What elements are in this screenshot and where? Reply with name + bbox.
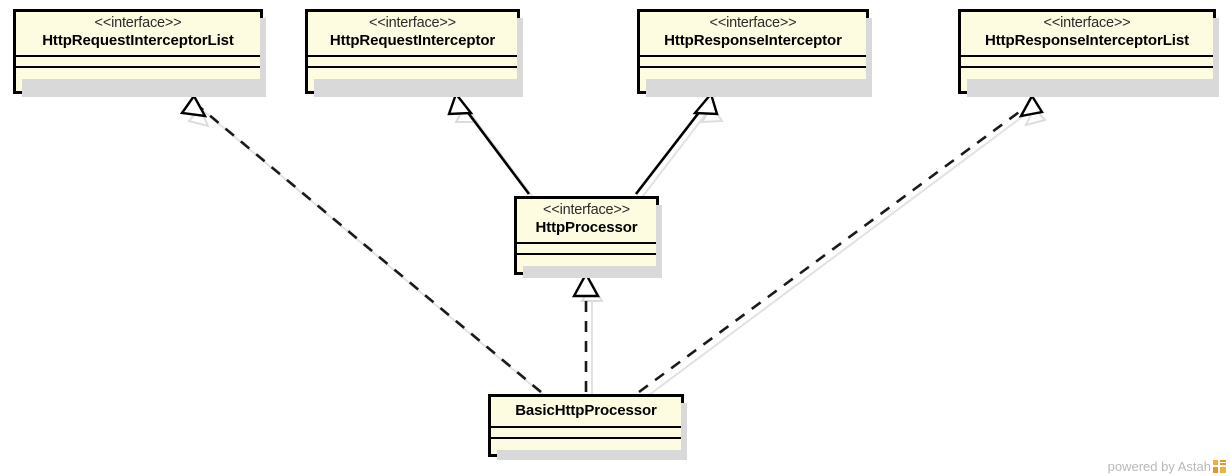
class-operations-compartment bbox=[517, 252, 656, 266]
class-attributes-compartment bbox=[517, 241, 656, 253]
class-box-basichttpprocessor[interactable]: BasicHttpProcessor bbox=[488, 394, 687, 460]
class-attributes-compartment bbox=[961, 54, 1213, 66]
class-box-httpprocessor[interactable]: <<interface>> HttpProcessor bbox=[514, 196, 662, 278]
class-box-httprequestinterceptor[interactable]: <<interface>> HttpRequestInterceptor bbox=[305, 9, 523, 97]
class-name-label: HttpResponseInterceptorList bbox=[985, 32, 1189, 50]
class-name-compartment: BasicHttpProcessor bbox=[491, 397, 681, 426]
class-name-label: HttpResponseInterceptor bbox=[664, 32, 842, 50]
relationship-generalization-httpresponseinterceptor bbox=[634, 91, 719, 195]
watermark-text: powered by Astah bbox=[1107, 459, 1211, 474]
class-operations-compartment bbox=[16, 65, 260, 79]
class-box-httprequestinterceptorlist[interactable]: <<interface>> HttpRequestInterceptorList bbox=[13, 9, 266, 97]
class-attributes-compartment bbox=[16, 54, 260, 66]
relationship-realization-httprequestinterceptorlist bbox=[179, 93, 542, 393]
stereotype-label: <<interface>> bbox=[709, 15, 797, 31]
stereotype-label: <<interface>> bbox=[543, 202, 630, 218]
stereotype-label: <<interface>> bbox=[94, 15, 182, 31]
class-name-label: HttpRequestInterceptorList bbox=[42, 32, 234, 50]
class-name-compartment: <<interface>> HttpProcessor bbox=[517, 199, 656, 242]
astah-logo-icon bbox=[1213, 460, 1226, 473]
class-operations-compartment bbox=[491, 436, 681, 450]
relationship-realization-httpprocessor bbox=[571, 271, 601, 392]
class-box-httpresponseinterceptorlist[interactable]: <<interface>> HttpResponseInterceptorLis… bbox=[958, 9, 1219, 97]
class-name-label: BasicHttpProcessor bbox=[515, 402, 657, 419]
class-name-compartment: <<interface>> HttpRequestInterceptorList bbox=[16, 12, 260, 55]
class-name-label: HttpRequestInterceptor bbox=[329, 32, 496, 50]
class-attributes-compartment bbox=[308, 54, 517, 66]
class-box-httpresponseinterceptor[interactable]: <<interface>> HttpResponseInterceptor bbox=[637, 9, 872, 97]
relationship-generalization-httprequestinterceptor bbox=[447, 91, 531, 195]
class-name-compartment: <<interface>> HttpResponseInterceptor bbox=[640, 12, 866, 55]
class-operations-compartment bbox=[640, 65, 866, 79]
class-operations-compartment bbox=[961, 65, 1213, 79]
class-operations-compartment bbox=[308, 65, 517, 79]
class-attributes-compartment bbox=[491, 425, 681, 437]
relationship-realization-httpresponseinterceptorlist bbox=[638, 93, 1044, 394]
astah-watermark: powered by Astah bbox=[1108, 459, 1226, 474]
class-name-compartment: <<interface>> HttpResponseInterceptorLis… bbox=[961, 12, 1213, 55]
stereotype-label: <<interface>> bbox=[369, 15, 456, 31]
class-name-compartment: <<interface>> HttpRequestInterceptor bbox=[308, 12, 517, 55]
class-name-label: HttpProcessor bbox=[535, 219, 638, 237]
stereotype-label: <<interface>> bbox=[1043, 15, 1131, 31]
class-attributes-compartment bbox=[640, 54, 866, 66]
